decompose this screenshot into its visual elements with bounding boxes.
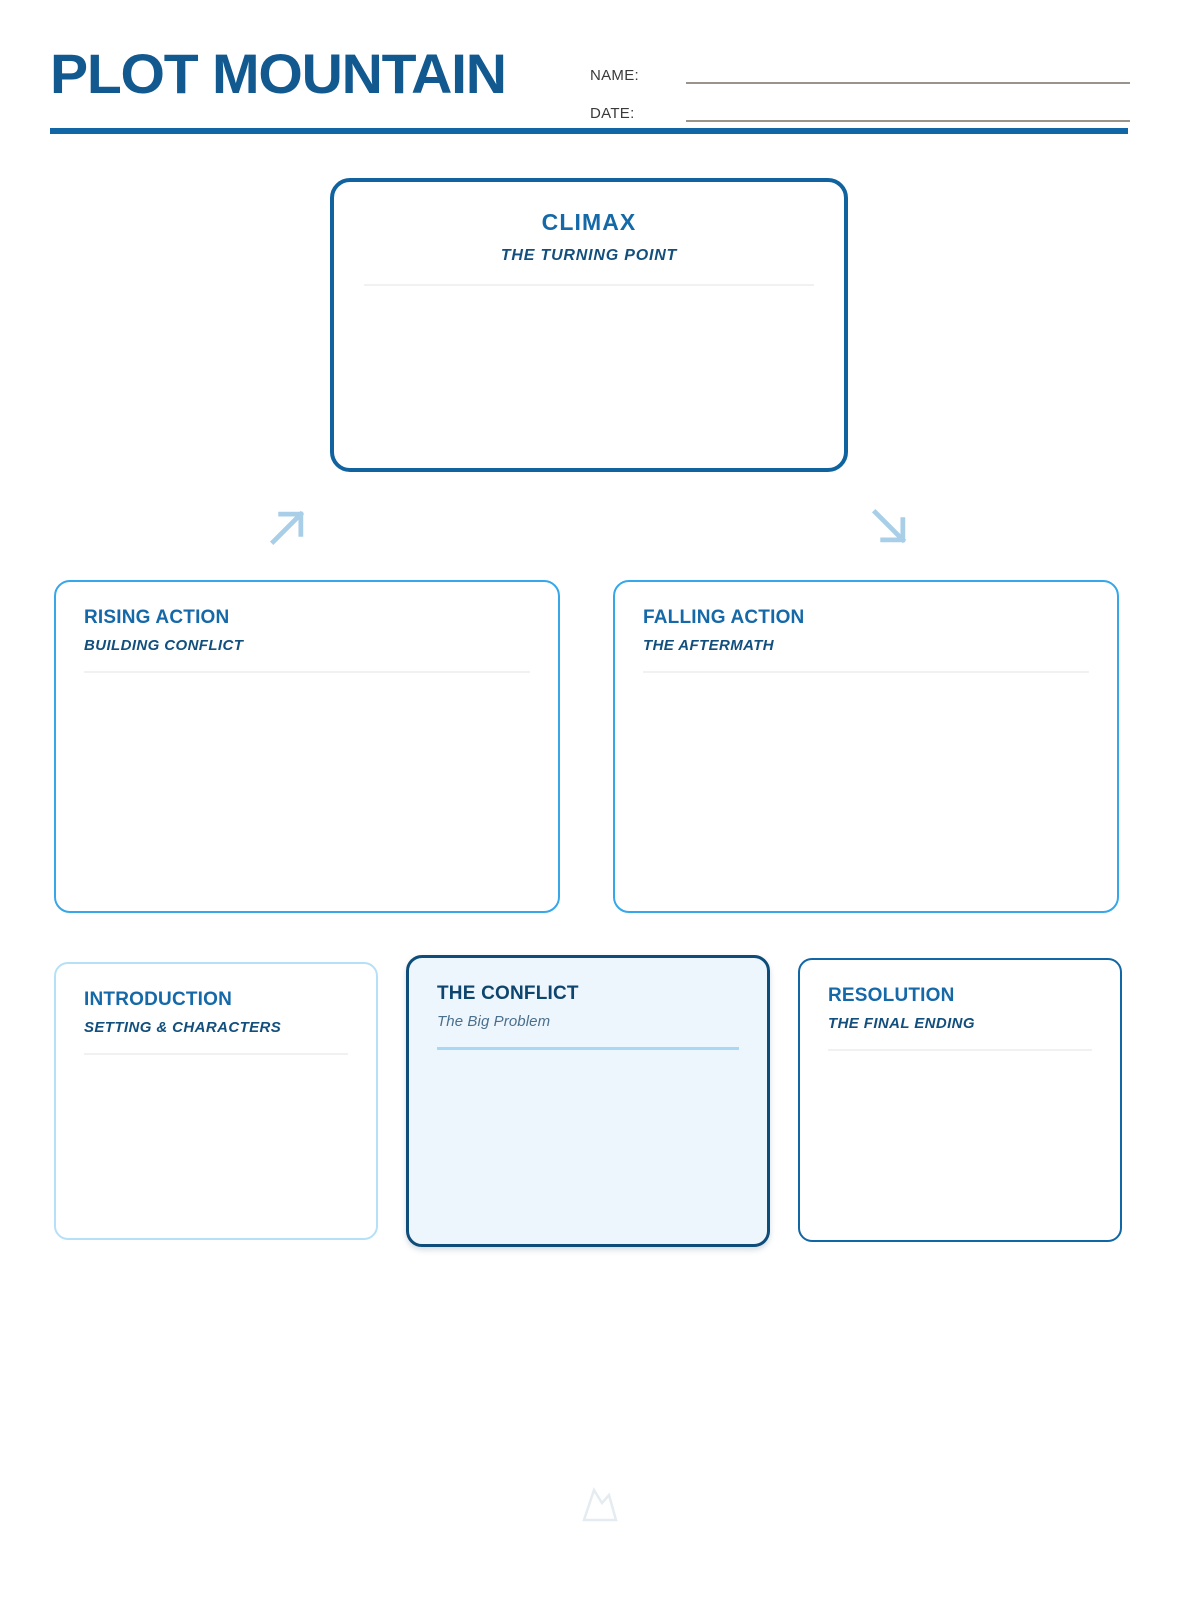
introduction-subtitle: SETTING & CHARACTERS [84, 1018, 282, 1036]
date-label: DATE: [590, 105, 635, 122]
falling-action-box[interactable]: FALLING ACTION THE AFTERMATH [613, 580, 1119, 913]
rising-action-box[interactable]: RISING ACTION BUILDING CONFLICT [54, 580, 560, 913]
conflict-box[interactable]: THE CONFLICT The Big Problem [406, 955, 770, 1247]
introduction-title: INTRODUCTION [84, 989, 233, 1010]
climax-box[interactable]: CLIMAX THE TURNING POINT [330, 178, 848, 472]
rising-action-divider [84, 671, 530, 674]
introduction-box[interactable]: INTRODUCTION SETTING & CHARACTERS [54, 962, 378, 1240]
conflict-header: THE CONFLICT The Big Problem [409, 958, 767, 1051]
name-label: NAME: [590, 67, 640, 84]
page-title: PLOT MOUNTAIN [50, 42, 507, 105]
conflict-title: THE CONFLICT [437, 983, 579, 1004]
header-divider-rule [50, 128, 1128, 134]
arrow-down-right-icon [868, 505, 912, 549]
resolution-header: RESOLUTION THE FINAL ENDING [800, 960, 1120, 1052]
page-header: PLOT MOUNTAIN NAME: DATE: [50, 42, 1130, 140]
resolution-title: RESOLUTION [828, 985, 955, 1006]
date-row: DATE: [590, 88, 1130, 126]
conflict-divider [437, 1047, 739, 1051]
resolution-divider [828, 1049, 1092, 1052]
falling-action-header: FALLING ACTION THE AFTERMATH [615, 582, 1117, 674]
climax-divider [364, 283, 814, 286]
introduction-header: INTRODUCTION SETTING & CHARACTERS [56, 964, 376, 1056]
rising-action-title: RISING ACTION [84, 607, 230, 628]
arrow-up-right-icon [266, 505, 310, 549]
climax-title: CLIMAX [541, 209, 637, 235]
rising-action-header: RISING ACTION BUILDING CONFLICT [56, 582, 558, 674]
falling-action-divider [643, 671, 1089, 674]
climax-subtitle: THE TURNING POINT [500, 247, 678, 265]
mountain-icon [578, 1484, 622, 1524]
date-input-line[interactable] [686, 120, 1130, 122]
falling-action-subtitle: THE AFTERMATH [643, 636, 775, 654]
resolution-box[interactable]: RESOLUTION THE FINAL ENDING [798, 958, 1122, 1242]
rising-action-subtitle: BUILDING CONFLICT [84, 636, 244, 654]
introduction-divider [84, 1053, 348, 1056]
climax-box-header: CLIMAX THE TURNING POINT [334, 182, 844, 286]
falling-action-title: FALLING ACTION [643, 607, 805, 628]
conflict-subtitle: The Big Problem [437, 1012, 551, 1030]
resolution-subtitle: THE FINAL ENDING [828, 1014, 975, 1032]
name-input-line[interactable] [686, 82, 1130, 84]
name-row: NAME: [590, 50, 1130, 88]
student-info-block: NAME: DATE: [590, 50, 1130, 126]
